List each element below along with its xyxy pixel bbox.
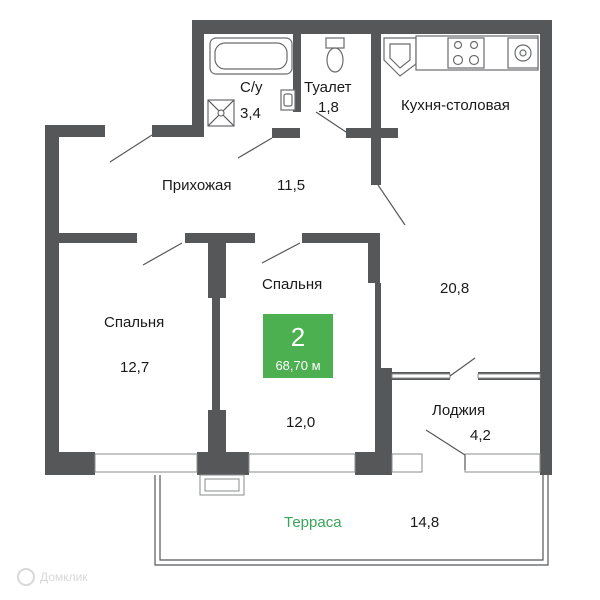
doors: [109, 111, 476, 470]
kitchen-area: 20,8: [440, 280, 469, 297]
walls: [45, 20, 552, 475]
hallway-label: Прихожая: [162, 177, 232, 194]
watermark-text: Домклик: [40, 570, 88, 584]
domclick-logo-icon: [17, 568, 35, 586]
rooms-count: 2: [291, 322, 305, 352]
toilet-icon: [325, 37, 345, 73]
bathtub-icon: [209, 37, 293, 75]
bathroom-label: С/у: [240, 79, 263, 96]
toilet-label: Туалет: [304, 79, 352, 96]
bedroom-center-area: 12,0: [286, 414, 315, 431]
bedroom-left-area: 12,7: [120, 359, 149, 376]
bathroom-area: 3,4: [240, 105, 261, 122]
windows: [94, 373, 541, 496]
bedroom-center-label: Спальня: [262, 276, 322, 293]
terrace-outline: [154, 475, 549, 566]
dishwasher-icon: [507, 37, 539, 69]
total-area: 68,70 м: [275, 358, 320, 373]
fixtures: [207, 35, 539, 127]
kitchen-sink-icon: [383, 37, 417, 77]
stove-icon: [447, 37, 485, 69]
toilet-area: 1,8: [318, 99, 339, 116]
hallway-area: 11,5: [277, 177, 305, 194]
badge-background: [263, 314, 333, 378]
room-labels: С/у 3,4 Туалет 1,8 Кухня-столовая 20,8 П…: [104, 79, 510, 531]
sink-icon: [280, 89, 296, 111]
loggia-label: Лоджия: [432, 402, 485, 419]
loggia-area: 4,2: [470, 427, 491, 444]
kitchen-label: Кухня-столовая: [401, 97, 510, 114]
terrace-area: 14,8: [410, 514, 439, 531]
bedroom-left-label: Спальня: [104, 314, 164, 331]
terrace-label: Терраса: [284, 514, 342, 531]
watermark: Домклик: [17, 568, 88, 586]
apartment-badge: 2 68,70 м: [263, 314, 333, 378]
washing-machine-icon: [207, 99, 235, 127]
